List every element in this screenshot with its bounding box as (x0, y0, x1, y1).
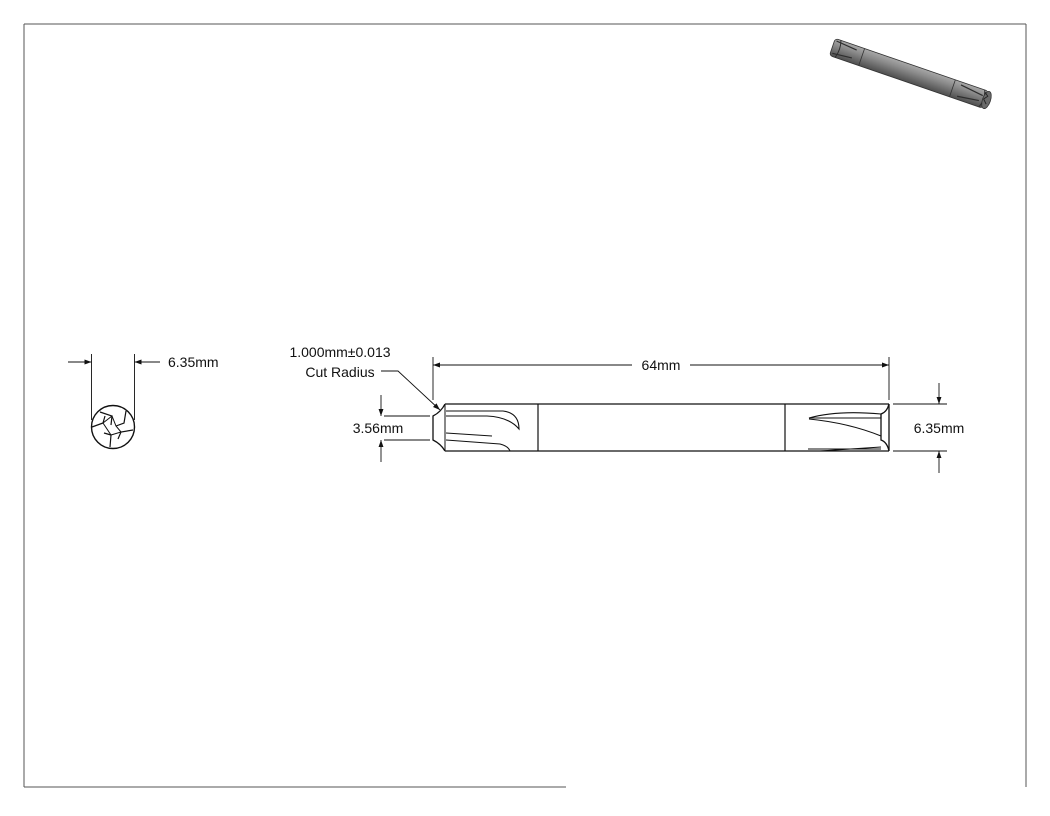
length-dimension-label: 64mm (642, 357, 681, 373)
shank-diameter-label: 6.35mm (914, 420, 965, 436)
isometric-render (829, 38, 992, 110)
label-mask (302, 363, 378, 381)
label-mask (286, 343, 394, 361)
label-mask (638, 356, 684, 374)
cut-radius-caption: Cut Radius (305, 364, 374, 380)
sheet-border (23, 23, 1027, 788)
label-mask (349, 419, 407, 437)
end-view-diameter-text: 6.35mm (168, 354, 219, 370)
side-view: 64mm 1.000mm±0.013 Cut Radius 3.56mm 6.3… (286, 343, 968, 473)
cut-radius-value: 1.000mm±0.013 (289, 344, 390, 360)
tip-diameter-label: 3.56mm (353, 420, 404, 436)
label-mask (910, 419, 968, 437)
end-view: 6.35mm (68, 353, 222, 450)
label-mask (165, 353, 222, 371)
